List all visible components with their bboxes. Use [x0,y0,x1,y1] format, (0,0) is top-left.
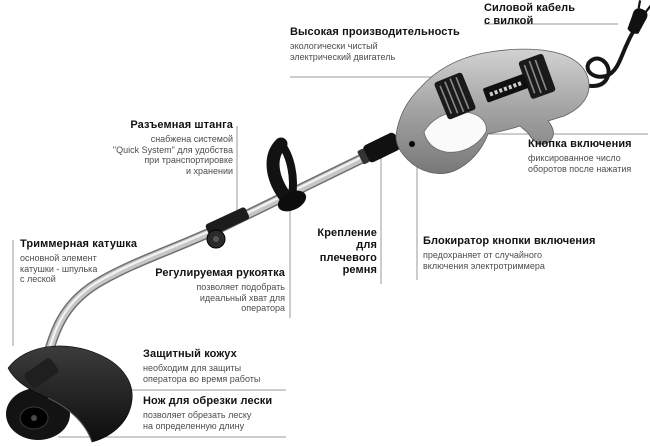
split-shaft-desc: снабжена системой "Quick System" для удо… [112,133,233,177]
line-cutter-title: Нож для обрезки лески [143,395,273,407]
motor-housing [395,48,590,174]
handle-title: Регулируемая рукоятка [155,267,285,279]
trigger-button [409,141,415,147]
trimmer-head [6,345,133,443]
trimmer-spool-desc: основной элемент катушки - шпулька с лес… [20,252,98,285]
label-power-cable: Силовой кабель с вилкой [484,2,634,27]
label-handle: Регулируемая рукоятка позволяет подобрат… [143,267,285,314]
vent-front [434,72,476,120]
shaft-collar [357,132,401,165]
shaft-coupling [205,207,250,249]
guard-title: Защитный кожух [143,348,237,360]
shaft-tube [37,137,401,385]
power-cable-title: Силовой кабель с вилкой [484,2,576,27]
power-plug [627,0,650,34]
label-lock-button: Блокиратор кнопки включения предохраняет… [423,235,647,271]
label-guard: Защитный кожух необходим для защиты опер… [143,348,293,384]
power-button-desc: фиксированное число оборотов после нажат… [528,152,632,174]
performance-title: Высокая производительность [290,26,460,38]
performance-desc: экологически чистый электрический двигат… [290,40,396,62]
power-cable [554,25,639,89]
handle-desc: позволяет подобрать идеальный хват для о… [196,281,285,314]
lock-button-desc: предохраняет от случайного включения эле… [423,249,545,271]
line-cutter-desc: позволяет обрезать леску на определенную… [143,409,252,431]
trimmer-spool-title: Триммерная катушка [20,238,138,250]
lock-button-title: Блокиратор кнопки включения [423,235,596,247]
label-line-cutter: Нож для обрезки лески позволяет обрезать… [143,395,303,431]
label-split-shaft: Разъемная штанга снабжена системой "Quic… [87,119,233,177]
guard-desc: необходим для защиты оператора во время … [143,362,261,384]
brand-label [483,74,529,103]
split-shaft-title: Разъемная штанга [130,119,233,131]
head-mount [24,358,59,389]
d-handle [266,137,307,212]
power-button-title: Кнопка включения [528,138,632,150]
label-performance: Высокая производительность экологически … [290,26,480,62]
strap-mount-title: Крепление для плечевого ремня [317,227,377,276]
label-strap-mount: Крепление для плечевого ремня [297,227,377,276]
label-power-button: Кнопка включения фиксированное число обо… [528,138,650,174]
label-trimmer-spool: Триммерная катушка основной элемент кату… [20,238,148,285]
